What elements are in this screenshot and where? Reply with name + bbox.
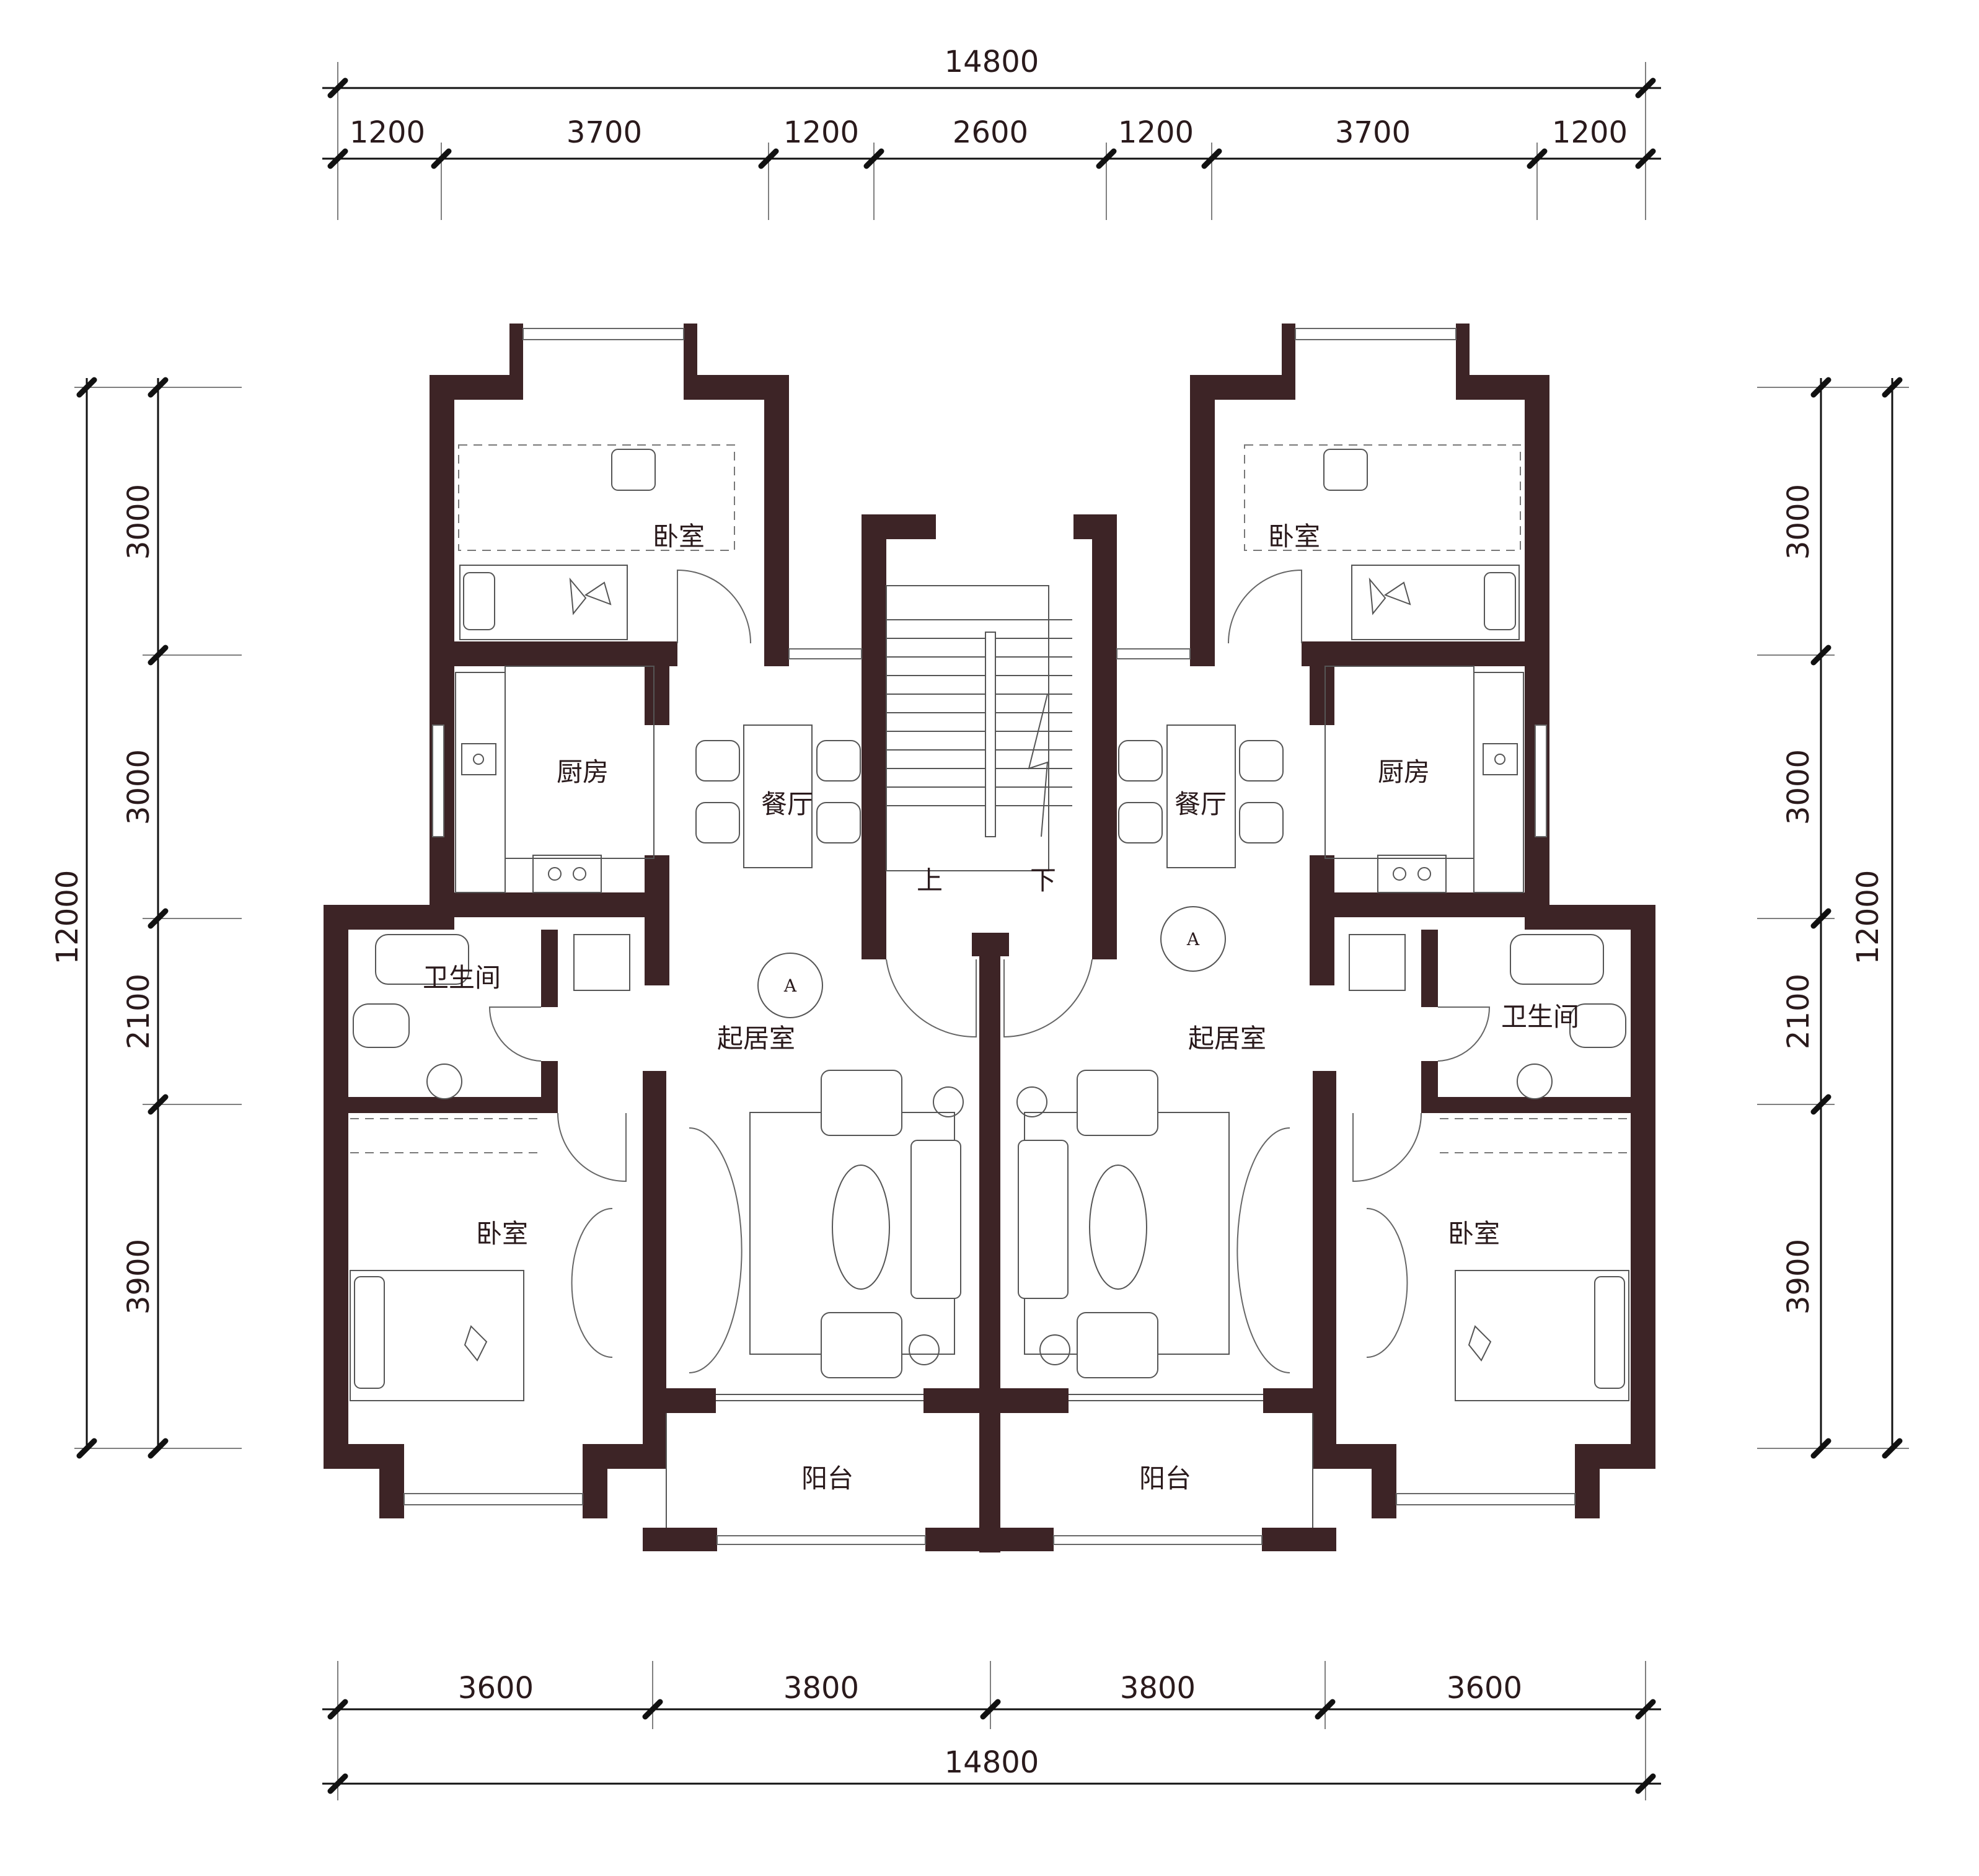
right-bedroom-top-wardrobe <box>1244 444 1521 551</box>
right-dimension-1: 3000 <box>1781 484 1816 560</box>
right-bathroom-label: 卫生间 <box>1501 1002 1579 1032</box>
left-living-label: 起居室 <box>717 1023 795 1054</box>
right-balcony-label: 阳台 <box>1139 1463 1191 1494</box>
bottom-dimension-1: 3600 <box>458 1671 534 1706</box>
left-dimension-3: 2100 <box>121 974 156 1049</box>
right-unit-walls <box>985 324 1655 1551</box>
top-dimension-7: 1200 <box>1552 115 1628 150</box>
bottom-total-dimension: 14800 <box>945 1745 1039 1780</box>
right-side-lamp <box>1016 1086 1047 1117</box>
right-bathtub <box>1510 934 1604 985</box>
right-dining-label: 餐厅 <box>1175 789 1227 819</box>
right-dining-table <box>1166 724 1236 868</box>
right-axis-bubble <box>1160 906 1226 972</box>
top-dimension-5: 1200 <box>1118 115 1194 150</box>
right-basin <box>1517 1064 1553 1099</box>
left-bedroom-top-chair <box>611 449 656 491</box>
stair-down-label: 下 <box>1030 865 1056 896</box>
right-dimension-2: 3000 <box>1781 749 1816 825</box>
right-washer <box>1349 934 1406 991</box>
left-side-lamp <box>933 1086 964 1117</box>
left-dimension-1: 3000 <box>121 484 156 560</box>
door-left-bedroom-bottom <box>557 1112 627 1182</box>
left-dimension-2: 3000 <box>121 749 156 825</box>
left-bedroom-top-wardrobe <box>458 444 735 551</box>
right-bedroom-top-chair <box>1323 449 1368 491</box>
right-dimensions: 3000 3000 2100 3900 12000 <box>1757 377 1909 1459</box>
window-right-balcony <box>1053 1535 1263 1545</box>
stair-steps <box>886 585 1072 871</box>
window-left-kitchen <box>432 724 444 837</box>
left-dining-label: 餐厅 <box>761 789 813 819</box>
left-unit: 上 下 卧室 厨房 餐厅 卫生间 起居室 卧室 阳台 A <box>324 324 1117 1552</box>
left-total-dimension: 12000 <box>50 870 85 965</box>
left-armchair-top <box>821 1070 902 1136</box>
right-bedroom-top-label: 卧室 <box>1268 521 1320 552</box>
stair-up-label: 上 <box>917 865 943 896</box>
top-dimension-6: 3700 <box>1335 115 1411 150</box>
door-left-bathroom <box>488 1006 542 1062</box>
door-stair-left <box>886 959 977 1038</box>
window-left-bedroom-top <box>522 328 684 340</box>
top-dimension-4: 2600 <box>953 115 1028 150</box>
right-unit: 卧室 厨房 餐厅 卫生间 起居室 卧室 阳台 A <box>985 324 1655 1551</box>
right-kitchen-counter <box>1473 672 1524 893</box>
right-axis-label: A <box>1186 929 1200 949</box>
left-washer <box>573 934 630 991</box>
right-dimension-4: 3900 <box>1781 1239 1816 1315</box>
door-right-bedroom-bottom <box>1352 1112 1422 1182</box>
right-kitchen-label: 厨房 <box>1378 757 1430 787</box>
bottom-dimension-3: 3800 <box>1120 1671 1196 1706</box>
door-right-bathroom <box>1437 1006 1491 1062</box>
door-left-bedroom-top <box>677 569 751 644</box>
top-dimension-2: 3700 <box>566 115 642 150</box>
left-bedroom-bottom-label: 卧室 <box>476 1218 528 1249</box>
left-unit-walls <box>324 324 994 1551</box>
window-left-stair-hall <box>788 648 862 659</box>
left-kitchen-stove <box>532 855 602 893</box>
window-left-balcony <box>716 1535 926 1545</box>
left-dimension-4: 3900 <box>121 1239 156 1315</box>
window-right-bedroom-top <box>1295 328 1457 340</box>
left-bedroom-top-label: 卧室 <box>653 521 705 552</box>
top-dimension-1: 1200 <box>350 115 425 150</box>
left-bathtub <box>375 934 469 985</box>
bottom-dimension-2: 3800 <box>783 1671 859 1706</box>
right-dimension-3: 2100 <box>1781 974 1816 1049</box>
left-armchair-bottom <box>821 1312 902 1378</box>
left-basin <box>426 1064 462 1099</box>
left-dimensions: 12000 3000 3000 2100 3900 <box>50 377 242 1459</box>
left-sofa <box>910 1140 961 1299</box>
right-sofa <box>1018 1140 1069 1299</box>
right-living-label: 起居室 <box>1188 1023 1266 1054</box>
right-total-dimension: 12000 <box>1851 870 1885 965</box>
door-right-bedroom-top <box>1228 569 1302 644</box>
right-armchair-top <box>1077 1070 1158 1136</box>
top-dimension-3: 1200 <box>783 115 859 150</box>
left-bathroom-label: 卫生间 <box>423 962 501 993</box>
top-dimensions: 14800 1200 3700 1200 2600 1200 3700 1200 <box>322 45 1661 220</box>
left-dining-table <box>743 724 813 868</box>
right-kitchen-stove <box>1377 855 1447 893</box>
bottom-dimension-4: 3600 <box>1447 1671 1522 1706</box>
window-right-kitchen <box>1535 724 1547 837</box>
left-coffee-table <box>832 1165 890 1290</box>
top-total-dimension: 14800 <box>945 45 1039 79</box>
left-kitchen-counter <box>455 672 506 893</box>
left-toilet <box>353 1003 410 1048</box>
door-stair-right <box>1003 959 1093 1038</box>
right-coffee-table <box>1089 1165 1147 1290</box>
bottom-dimensions: 3600 3800 3800 3600 14800 <box>322 1661 1661 1800</box>
window-right-bedroom-bottom <box>1396 1493 1576 1505</box>
window-left-bedroom-bottom <box>403 1493 583 1505</box>
right-armchair-bottom <box>1077 1312 1158 1378</box>
right-toilet <box>1569 1003 1626 1048</box>
window-right-stair-hall <box>1116 648 1191 659</box>
left-balcony-label: 阳台 <box>801 1463 853 1494</box>
left-axis-bubble <box>757 953 823 1018</box>
right-bedroom-bottom-label: 卧室 <box>1448 1218 1500 1249</box>
left-axis-label: A <box>783 975 797 996</box>
left-kitchen-label: 厨房 <box>557 757 609 787</box>
